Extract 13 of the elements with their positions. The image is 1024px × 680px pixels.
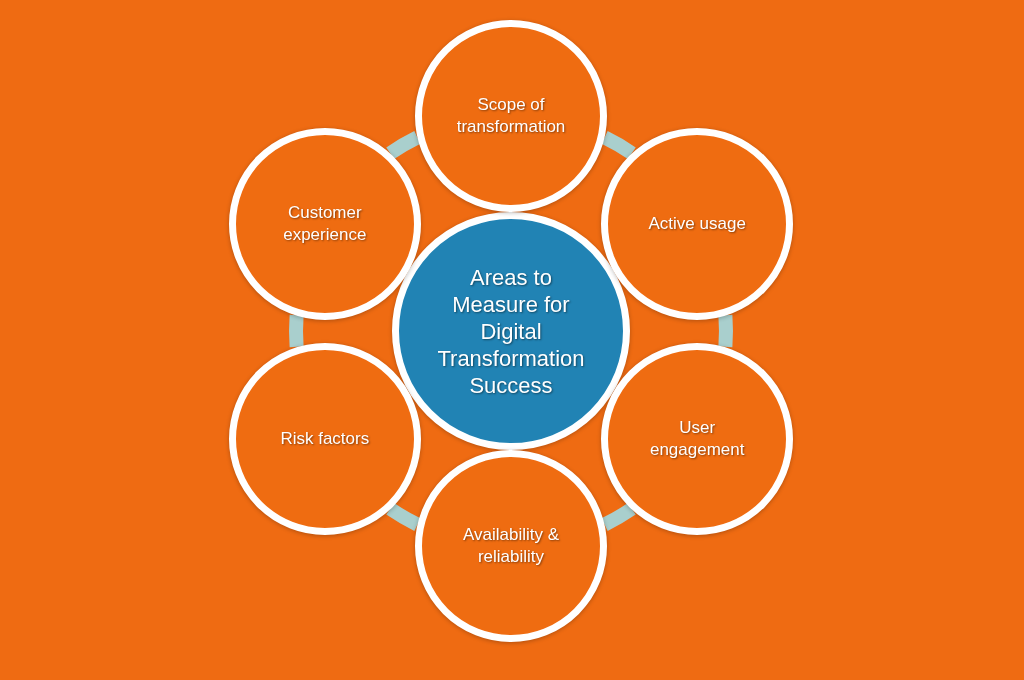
topic-label: Scope of transformation bbox=[455, 94, 567, 138]
ring-connector bbox=[601, 131, 636, 160]
ring-connector bbox=[289, 314, 304, 348]
ring-connector bbox=[601, 502, 636, 531]
ring-connector bbox=[386, 502, 421, 531]
topic-label: Risk factors bbox=[280, 427, 370, 450]
topic-label: User engagement bbox=[648, 416, 746, 461]
ring-connector bbox=[718, 314, 733, 348]
topic-label: Availability & reliability bbox=[461, 524, 561, 568]
ring-connector bbox=[386, 131, 421, 160]
topic-label: Active usage bbox=[648, 212, 746, 235]
topic-label: Customer experience bbox=[282, 201, 368, 246]
central-title: Areas to Measure for Digital Transformation Success bbox=[436, 263, 586, 399]
